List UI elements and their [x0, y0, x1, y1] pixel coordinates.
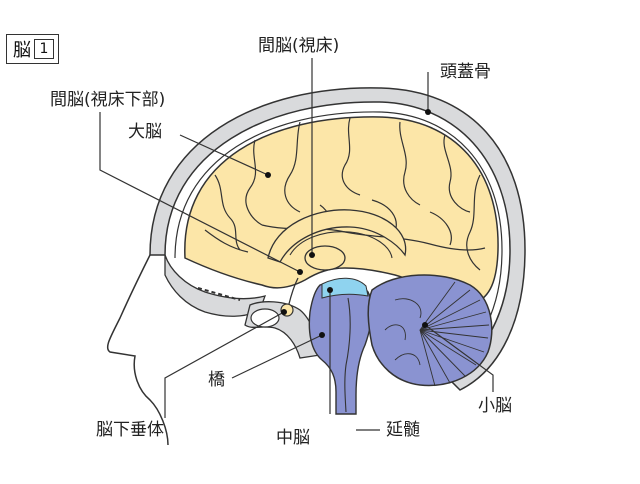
title-box: 脳 1 — [6, 34, 59, 64]
fourth-ventricle-line — [344, 297, 351, 413]
label-diencephalon: 間脳(視床) — [258, 36, 340, 56]
label-skull: 頭蓋骨 — [440, 62, 491, 82]
skull-inner-line — [174, 111, 503, 373]
sella-turcica — [250, 308, 280, 328]
leader-lines — [99, 58, 494, 431]
leader-dots — [265, 109, 431, 338]
cerebrum-gyri — [204, 117, 486, 271]
midbrain-highlight — [321, 277, 369, 299]
cerebellum-folia — [384, 281, 490, 387]
label-pituitary: 脳下垂体 — [96, 420, 164, 440]
label-hypothalamus: 間脳(視床下部) — [50, 90, 166, 110]
suture-line — [197, 287, 241, 301]
label-pons: 橋 — [208, 370, 225, 390]
corpus-callosum — [267, 209, 407, 263]
lateral-ventricle — [289, 231, 393, 259]
label-medulla: 延髄 — [386, 420, 420, 440]
skull-shell — [149, 87, 526, 391]
title-number: 1 — [34, 39, 54, 59]
face-profile — [106, 254, 169, 446]
cerebellum-shape — [367, 274, 493, 387]
thalamus — [304, 245, 346, 271]
label-midbrain: 中脳 — [276, 428, 310, 448]
brainstem — [308, 280, 373, 415]
label-cerebellum: 小脳 — [478, 396, 512, 416]
label-cerebrum: 大脳 — [128, 122, 162, 142]
title-text: 脳 — [13, 40, 31, 61]
